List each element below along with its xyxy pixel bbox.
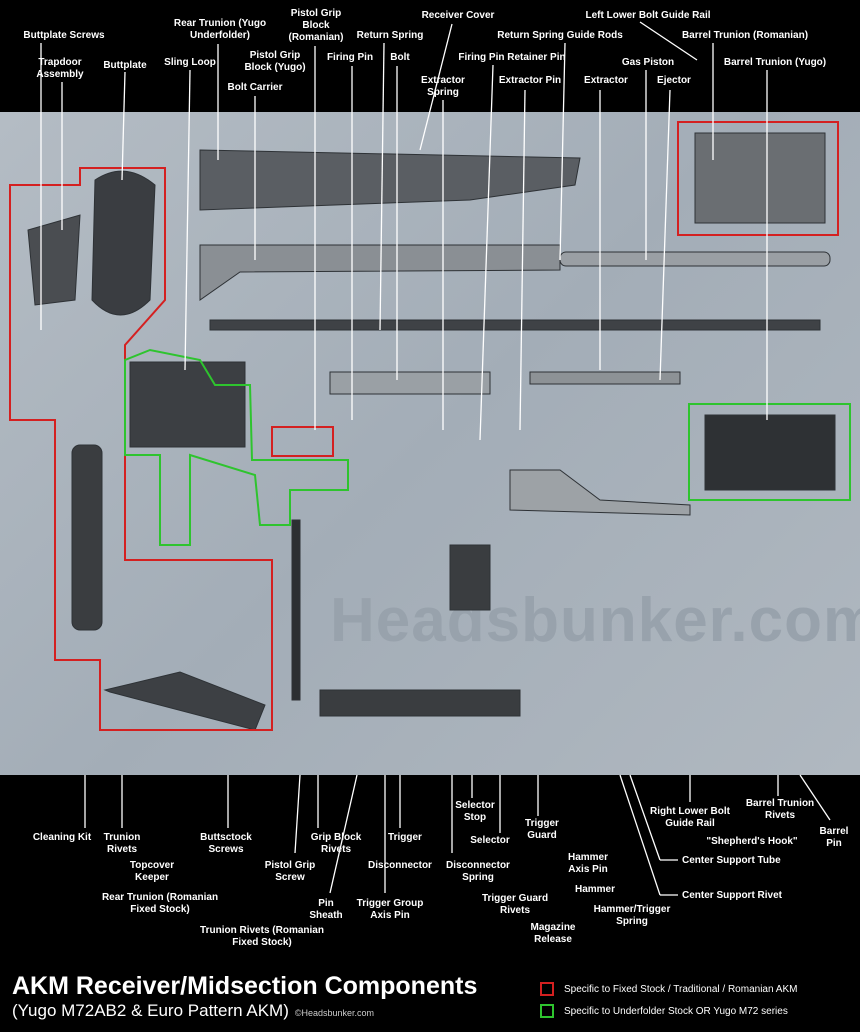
- trapdoor: [27, 214, 81, 306]
- label-firing-pin: Firing Pin: [326, 52, 374, 63]
- label-hammer: Hammer: [574, 884, 616, 895]
- label-barrel-pin: Barrel Pin: [819, 826, 849, 849]
- label-trigger-guard-rivets: Trigger Guard Rivets: [481, 893, 549, 916]
- label-firing-pin-retainer-pin: Firing Pin Retainer Pin: [458, 52, 566, 63]
- label-buttplate: Buttplate: [103, 60, 147, 71]
- label-trigger-guard: Trigger Guard: [525, 818, 559, 841]
- label-topcover-keeper: Topcover Keeper: [129, 860, 175, 883]
- label-right-lower-bolt-guide-rail: Right Lower Bolt Guide Rail: [650, 806, 730, 829]
- green-outline-trunion: [124, 348, 349, 546]
- label-extractor-pin: Extractor Pin: [498, 75, 562, 86]
- page-title: AKM Receiver/Midsection Components: [12, 972, 478, 1000]
- label-return-spring: Return Spring: [356, 30, 424, 41]
- label-buttplate-screws: Buttplate Screws: [23, 30, 105, 41]
- label-magazine-release: Magazine Release: [530, 922, 576, 945]
- page-subtitle: (Yugo M72AB2 & Euro Pattern AKM) ©Headsbu…: [12, 1001, 374, 1021]
- disconnector: [449, 544, 491, 611]
- label-sling-loop: Sling Loop: [164, 57, 216, 68]
- bolt: [329, 371, 491, 395]
- red-box-barrel-trunion: [677, 121, 839, 236]
- label-shepherds-hook: "Shepherd's Hook": [706, 836, 798, 847]
- legend-swatch-red: [540, 982, 554, 996]
- label-grip-block-rivets: Grip Block Rivets: [310, 832, 362, 855]
- parts: [27, 132, 836, 731]
- legend-label: Specific to Underfolder Stock OR Yugo M7…: [564, 1005, 788, 1017]
- label-pin-sheath: Pin Sheath: [309, 898, 343, 921]
- subtitle-text: (Yugo M72AB2 & Euro Pattern AKM): [12, 1001, 289, 1020]
- legend-item-green: Specific to Underfolder Stock OR Yugo M7…: [540, 1004, 788, 1018]
- label-selector: Selector: [470, 835, 510, 846]
- red-box-grip-block: [271, 426, 334, 457]
- label-pistol-grip-screw: Pistol Grip Screw: [264, 860, 316, 883]
- label-receiver-cover: Receiver Cover: [421, 10, 495, 21]
- return-spring: [209, 319, 821, 331]
- label-pistol-grip-block-yugo: Pistol Grip Block (Yugo): [244, 50, 306, 73]
- watermark: Headsbunker.com: [330, 586, 860, 655]
- rear-trunion-romanian: [103, 671, 266, 731]
- label-buttstock-screws: Buttsctock Screws: [200, 832, 252, 855]
- cleaning-kit: [71, 444, 103, 631]
- label-barrel-trunion-romanian: Barrel Trunion (Romanian): [681, 30, 809, 41]
- label-ejector: Ejector: [657, 75, 691, 86]
- label-extractor: Extractor: [584, 75, 628, 86]
- label-cleaning-kit: Cleaning Kit: [32, 832, 92, 843]
- label-hammer-axis-pin: Hammer Axis Pin: [567, 852, 609, 875]
- label-barrel-trunion-rivets: Barrel Trunion Rivets: [745, 798, 815, 821]
- copyright: ©Headsbunker.com: [294, 1008, 375, 1018]
- label-hammer-trigger-spring: Hammer/Trigger Spring: [593, 904, 671, 927]
- legend-item-red: Specific to Fixed Stock / Traditional / …: [540, 982, 797, 996]
- rail: [509, 469, 691, 516]
- label-trigger-group-axis-pin: Trigger Group Axis Pin: [356, 898, 424, 921]
- label-center-support-tube: Center Support Tube: [682, 855, 781, 866]
- ejector: [529, 371, 681, 385]
- label-rear-trunion-yugo: Rear Trunion (Yugo Underfolder): [173, 18, 267, 41]
- label-trunion-rivets: Trunion Rivets: [103, 832, 141, 855]
- barrel-trunion-yugo: [704, 414, 836, 491]
- highlight-boxes: [9, 121, 851, 731]
- label-trunion-rivets-romanian: Trunion Rivets (Romanian Fixed Stock): [200, 925, 324, 948]
- label-trigger: Trigger: [388, 832, 422, 843]
- red-outline-stock: [9, 167, 273, 731]
- leader-lines: [40, 21, 831, 896]
- label-center-support-rivet: Center Support Rivet: [682, 890, 783, 901]
- label-disconnector-spring: Disconnector Spring: [446, 860, 510, 883]
- label-bolt: Bolt: [390, 52, 410, 63]
- label-disconnector: Disconnector: [368, 860, 432, 871]
- label-bolt-carrier: Bolt Carrier: [227, 82, 283, 93]
- label-left-lower-bolt-guide-rail: Left Lower Bolt Guide Rail: [585, 10, 711, 21]
- rear-trunion-yugo: [129, 361, 246, 448]
- label-rear-trunion-romanian: Rear Trunion (Romanian Fixed Stock): [101, 892, 219, 915]
- label-selector-stop: Selector Stop: [455, 800, 495, 823]
- receiver-cover: [199, 149, 581, 211]
- green-box-barrel-trunion: [688, 403, 851, 501]
- label-trapdoor-assembly: Trapdoor Assembly: [36, 57, 84, 80]
- legend-label: Specific to Fixed Stock / Traditional / …: [564, 983, 798, 995]
- grip-screw: [291, 519, 301, 701]
- barrel-trunion-romanian: [694, 132, 826, 224]
- label-return-spring-guide-rods: Return Spring Guide Rods: [497, 30, 623, 41]
- bolt-carrier: [199, 244, 561, 301]
- label-barrel-trunion-yugo: Barrel Trunion (Yugo): [723, 57, 827, 68]
- trigger-guard: [319, 689, 521, 717]
- label-pistol-grip-block-romanian: Pistol Grip Block (Romanian): [288, 8, 344, 43]
- label-gas-piston: Gas Piston: [621, 57, 675, 68]
- label-extractor-spring: Extractor Spring: [421, 75, 465, 98]
- legend-swatch-green: [540, 1004, 554, 1018]
- buttplate: [91, 170, 156, 316]
